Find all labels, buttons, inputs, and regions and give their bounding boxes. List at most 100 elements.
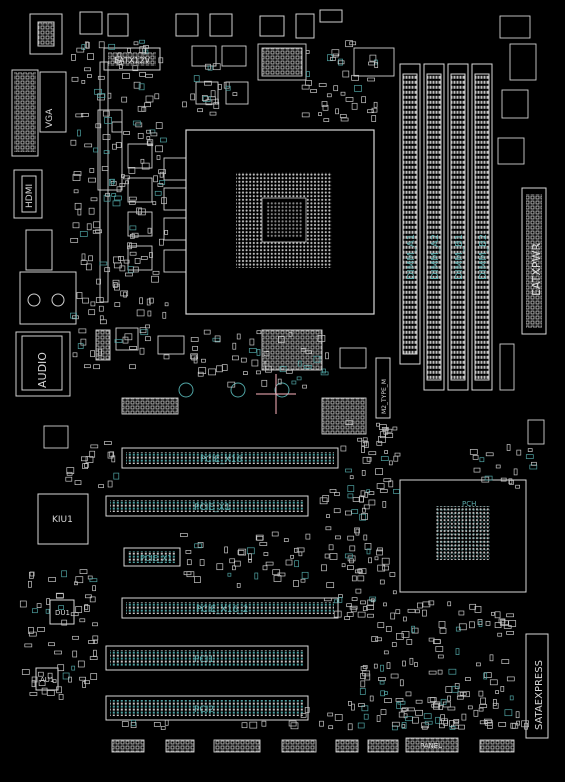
smd-pad — [156, 155, 161, 160]
smd-pad — [341, 563, 346, 568]
smd-pad — [113, 262, 122, 269]
smd-pad — [113, 256, 121, 264]
smd-pad — [233, 560, 241, 567]
smd-pad — [70, 238, 79, 243]
smd-pad — [125, 180, 129, 185]
smd-pad — [349, 475, 354, 480]
smd-pad — [249, 721, 258, 729]
smd-pad — [288, 720, 297, 727]
smd-pad — [325, 352, 329, 360]
smd-pad — [272, 569, 281, 576]
smd-pad — [501, 659, 510, 664]
smd-pad — [157, 183, 164, 187]
pcie-x16-pins — [126, 452, 334, 464]
smd-pad — [125, 272, 133, 277]
smd-pad — [123, 259, 130, 264]
smd-pad — [256, 349, 261, 356]
kiu1-label: KIU1 — [52, 515, 73, 525]
smd-pad — [58, 694, 64, 700]
smd-pad — [114, 302, 121, 307]
smd-pad — [256, 535, 264, 541]
smd-pad — [192, 346, 198, 351]
smd-pad — [271, 531, 279, 537]
smd-pad — [133, 41, 139, 46]
smd-pad — [212, 63, 221, 71]
smd-pad — [363, 441, 369, 448]
smd-pad — [320, 371, 329, 376]
smd-pad — [129, 225, 137, 231]
smd-pad — [433, 639, 441, 644]
smd-pad — [79, 231, 88, 237]
smd-pad — [154, 190, 162, 196]
smd-pad — [438, 621, 446, 628]
smd-pad — [100, 319, 107, 325]
smd-pad — [158, 57, 164, 64]
smd-pad — [47, 672, 53, 679]
small-components — [19, 39, 538, 731]
smd-pad — [28, 627, 34, 634]
smd-pad — [433, 639, 441, 645]
smd-pad — [435, 646, 444, 652]
smd-pad — [469, 449, 478, 455]
smd-pad — [121, 96, 128, 103]
smd-pad — [73, 171, 82, 176]
smd-pad — [164, 719, 169, 726]
smd-pad — [440, 714, 445, 722]
smd-pad — [437, 669, 443, 675]
mount-hole — [274, 382, 290, 398]
smd-pad — [301, 571, 309, 579]
smd-pad — [388, 480, 394, 488]
mount-hole — [230, 382, 246, 398]
smd-pad — [128, 167, 136, 174]
smd-pad — [104, 441, 112, 445]
smd-pad — [115, 142, 122, 148]
smd-pad — [164, 302, 169, 307]
sataexpress-connector — [525, 633, 549, 739]
dimm-slot-b2 — [471, 63, 493, 391]
smd-pad — [128, 196, 137, 201]
smd-pad — [331, 49, 340, 57]
smd-pad — [294, 547, 299, 553]
m2-label: M2_TYPE_M — [381, 379, 388, 414]
smd-pad — [75, 113, 84, 118]
smd-pad — [437, 654, 444, 659]
smd-pad — [361, 470, 366, 476]
smd-pad — [72, 635, 79, 640]
smd-pad — [400, 708, 407, 712]
smd-pad — [241, 722, 248, 729]
pcie-x1-slot — [123, 547, 181, 567]
smd-pad — [36, 603, 42, 608]
smd-pad — [355, 588, 362, 594]
smd-pad — [345, 468, 352, 473]
smd-pad — [392, 590, 397, 595]
smd-pad — [256, 370, 261, 375]
smd-pad — [390, 612, 396, 620]
smd-pad — [137, 105, 145, 112]
smd-pad — [379, 431, 386, 439]
smd-pad — [429, 697, 437, 702]
smd-pad — [79, 618, 86, 623]
smd-pad — [362, 507, 366, 513]
smd-pad — [516, 449, 522, 456]
smd-pad — [374, 556, 379, 561]
smd-pad — [305, 350, 313, 354]
smd-pad — [117, 52, 122, 58]
smd-pad — [277, 378, 282, 385]
smd-pad — [154, 93, 160, 100]
smd-pad — [78, 328, 87, 334]
smd-pad — [81, 44, 86, 50]
smd-pad — [515, 484, 520, 489]
smd-pad — [333, 599, 338, 604]
smd-pad — [145, 336, 151, 342]
smd-pad — [369, 695, 374, 702]
smd-pad — [87, 53, 94, 60]
smd-pad — [498, 618, 506, 624]
smd-pad — [139, 72, 146, 77]
smd-pad — [381, 427, 389, 431]
smd-pad — [76, 47, 85, 53]
smd-pad — [81, 253, 86, 261]
dimm-slot-a2 — [423, 63, 445, 391]
smd-pad — [99, 261, 108, 266]
smd-pad — [303, 364, 312, 369]
smd-pad — [32, 608, 38, 614]
